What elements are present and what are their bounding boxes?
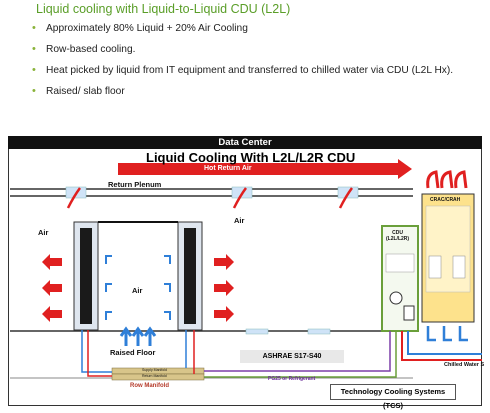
cdu-label: CDU (L2L/L2R) [386, 230, 410, 242]
cool-air-arrow [164, 283, 171, 292]
pg25-label: PG25 or Refrigerant [268, 376, 316, 382]
hot-exhaust-arrow [214, 280, 234, 296]
tcs-label: Technology Cooling Systems (TCS) [330, 384, 456, 410]
floor-cool-air-arrow [131, 326, 145, 346]
data-center-header: Data Center [8, 136, 482, 149]
hot-exhaust-arrow [42, 254, 62, 270]
supply-manifold-label: Supply Manifold [142, 368, 167, 372]
hot-exhaust-arrow [214, 306, 234, 322]
bullet-item: Heat picked by liquid from IT equipment … [30, 64, 480, 77]
hot-exhaust-arrow [42, 280, 62, 296]
cool-air-arrow [105, 255, 112, 264]
return-manifold-label: Return Manifold [142, 374, 167, 378]
rack-right-servers [184, 228, 196, 324]
hot-air-intake-arrow [454, 170, 468, 189]
diagram-graphics [8, 136, 482, 406]
hot-air-intake-arrow [426, 170, 440, 189]
bullet-item: Row-based cooling. [30, 43, 480, 56]
air-label-aisle: Air [132, 286, 143, 295]
crac-supply-arrow [426, 326, 436, 342]
hot-return-air-label: Hot Return Air [204, 165, 252, 172]
hot-return-air-arrow [118, 159, 412, 179]
floor-cool-air-arrow [143, 326, 157, 346]
floor-tile-vent [245, 328, 269, 335]
cdu-pump [389, 291, 403, 305]
crac-supply-arrow [458, 326, 468, 342]
diagram-title: Liquid Cooling With L2L/L2R CDU [146, 150, 356, 165]
rack-left-servers [80, 228, 92, 324]
floor-cool-air-arrow [119, 326, 133, 346]
crac-coil-panel [425, 205, 471, 293]
crac-fan [428, 255, 442, 279]
tcs-supply-pipe [204, 331, 391, 372]
return-plenum-label: Return Plenum [108, 180, 162, 189]
air-label-top: Air [234, 216, 245, 225]
cool-air-arrow [105, 311, 112, 320]
cool-air-arrow [164, 255, 171, 264]
hot-exhaust-arrow [214, 254, 234, 270]
hot-air-hook [66, 187, 82, 209]
slide-title: Liquid cooling with Liquid-to-Liquid CDU… [36, 2, 291, 16]
air-label-left: Air [38, 228, 49, 237]
crac-supply-arrow [442, 326, 452, 342]
chilled-water-label: Chilled Water S [444, 362, 485, 368]
data-center-diagram: Data Center Liquid Cooling With L2L/L2R … [8, 136, 485, 410]
crac-label: CRAC/CRAH [430, 197, 461, 203]
tcs-return-pipe [204, 331, 397, 378]
crac-fan [452, 255, 466, 279]
raised-floor-label: Raised Floor [110, 348, 156, 357]
floor-tile-vent [307, 328, 331, 335]
hot-exhaust-arrow [42, 306, 62, 322]
row-manifold-label: Row Manifold [130, 383, 169, 389]
bullet-list: Approximately 80% Liquid + 20% Air Cooli… [30, 22, 480, 106]
cool-air-arrow [164, 311, 171, 320]
rack-supply-hose [81, 330, 112, 373]
cool-air-arrow [105, 283, 112, 292]
bullet-item: Raised/ slab floor [30, 85, 480, 98]
bullet-item: Approximately 80% Liquid + 20% Air Cooli… [30, 22, 480, 35]
cdu-display [385, 253, 415, 273]
hot-air-intake-arrow [440, 170, 454, 189]
rack-return-hose [87, 330, 112, 377]
hot-air-hook [232, 187, 248, 209]
cdu-heat-exchanger [403, 305, 415, 321]
chilled-water-supply-pipe [407, 331, 482, 355]
chilled-water-return-pipe [401, 331, 482, 361]
ashrae-label: ASHRAE S17-S40 [240, 350, 344, 363]
hot-air-hook [338, 187, 354, 209]
